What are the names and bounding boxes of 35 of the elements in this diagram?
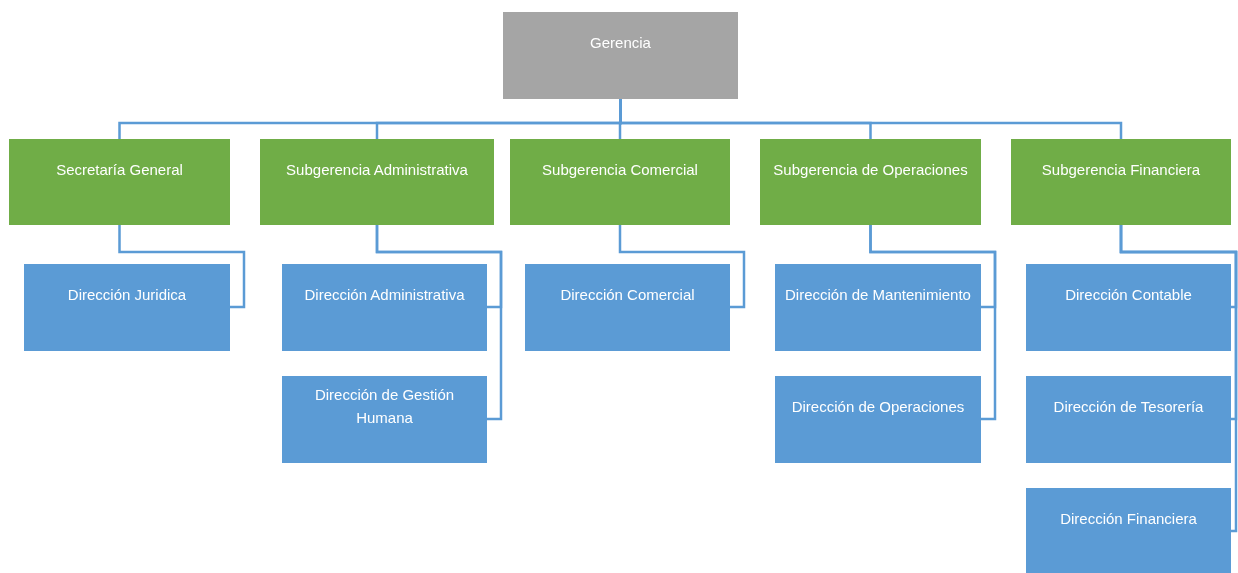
- box-label: Subgerencia Comercial: [541, 159, 699, 180]
- unit-box: [282, 376, 487, 463]
- unit-box: [24, 264, 230, 351]
- box-label: Dirección Contable: [1064, 284, 1193, 305]
- department-box: [1011, 139, 1231, 225]
- connector-line: [618, 225, 746, 309]
- unit-box: [775, 264, 981, 351]
- department-box: [510, 139, 730, 225]
- box-label: Secretaría General: [55, 159, 184, 180]
- box-label: Subgerencia de Operaciones: [772, 159, 969, 180]
- box-label: Dirección de Mantenimiento: [784, 284, 972, 305]
- box-label: Subgerencia Financiera: [1040, 159, 1202, 180]
- box-label: Dirección Comercial: [559, 284, 696, 305]
- connector-line: [375, 225, 503, 421]
- connector-line: [869, 225, 997, 421]
- connector-line: [118, 225, 246, 309]
- box-label: Dirección de Gestión Humana: [313, 385, 456, 428]
- box-label: Dirección Financiera: [1059, 508, 1198, 529]
- connector-line: [1119, 225, 1238, 533]
- unit-box: [525, 264, 730, 351]
- box-label: Dirección Administrativa: [303, 284, 466, 305]
- department-box: [260, 139, 494, 225]
- department-box: [9, 139, 230, 225]
- box-label: Dirección de Tesorería: [1052, 396, 1205, 417]
- box-label: Gerencia: [589, 32, 652, 53]
- department-box: [760, 139, 981, 225]
- box-label: Dirección de Operaciones: [790, 396, 966, 417]
- box-label: Subgerencia Administrativa: [285, 159, 469, 180]
- top-box: [503, 12, 738, 99]
- unit-box: [1026, 488, 1231, 573]
- unit-box: [1026, 264, 1231, 351]
- unit-box: [775, 376, 981, 463]
- box-label: Dirección Juridica: [66, 284, 188, 305]
- unit-box: [282, 264, 487, 351]
- unit-box: [1026, 376, 1231, 463]
